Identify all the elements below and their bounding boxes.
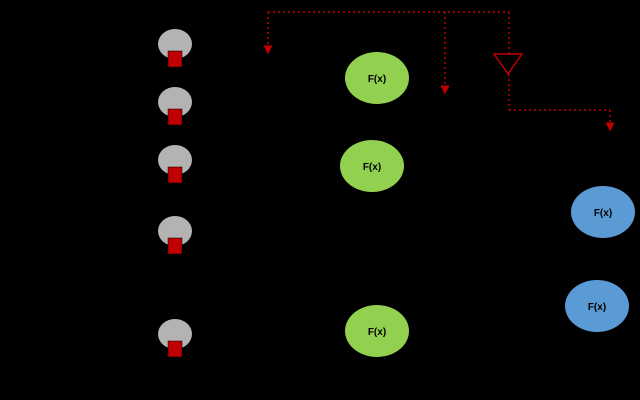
input-node-square-icon bbox=[167, 166, 183, 184]
input-node bbox=[158, 216, 192, 255]
output-node-circle bbox=[565, 280, 629, 332]
input-node bbox=[158, 145, 192, 184]
hidden-node-label: F(x) bbox=[363, 162, 381, 173]
input-node bbox=[158, 87, 192, 126]
input-node-square-icon bbox=[167, 50, 183, 68]
output-node-label: F(x) bbox=[594, 208, 612, 219]
output-nodes: F(x) F(x) bbox=[565, 186, 635, 332]
input-node-body bbox=[158, 216, 192, 246]
input-node-square-icon bbox=[167, 108, 183, 126]
input-node-body bbox=[158, 145, 192, 175]
input-node-body bbox=[158, 87, 192, 117]
hidden-node-circle bbox=[345, 305, 409, 357]
hidden-node-circle bbox=[345, 52, 409, 104]
hidden-node-label: F(x) bbox=[368, 327, 386, 338]
hidden-nodes: F(x) F(x) F(x) bbox=[340, 52, 409, 357]
output-node: F(x) bbox=[565, 280, 629, 332]
hidden-node: F(x) bbox=[345, 52, 409, 104]
input-node bbox=[158, 29, 192, 68]
output-node-label: F(x) bbox=[588, 302, 606, 313]
hidden-node: F(x) bbox=[340, 140, 404, 192]
hidden-node: F(x) bbox=[345, 305, 409, 357]
input-node-body bbox=[158, 319, 192, 349]
feedback-lines bbox=[263, 11, 615, 132]
input-node bbox=[158, 319, 192, 358]
input-nodes bbox=[158, 29, 192, 358]
input-node-body bbox=[158, 29, 192, 59]
input-node-square-icon bbox=[167, 237, 183, 255]
hidden-node-circle bbox=[340, 140, 404, 192]
feedback-triangle-icon bbox=[492, 53, 524, 76]
output-node-circle bbox=[571, 186, 635, 238]
output-node: F(x) bbox=[571, 186, 635, 238]
hidden-node-label: F(x) bbox=[368, 74, 386, 85]
input-node-square-icon bbox=[167, 340, 183, 358]
